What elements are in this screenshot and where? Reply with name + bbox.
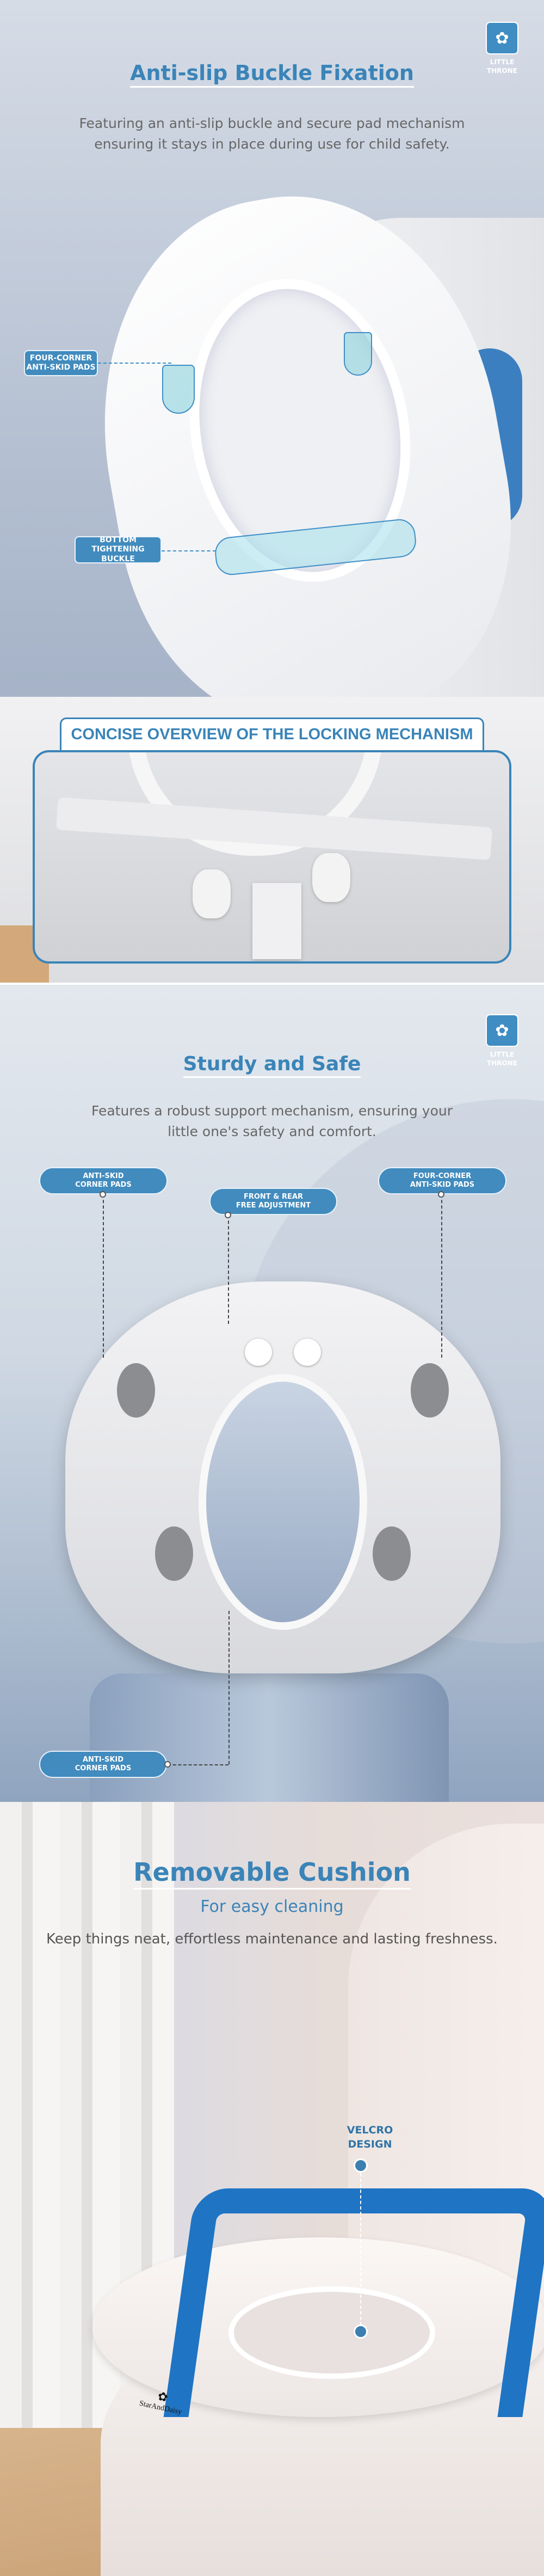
callout-velcro-design: VELCRO DESIGN xyxy=(347,2124,393,2150)
brand-line1: LITTLE xyxy=(490,1051,515,1058)
knob-left xyxy=(193,869,231,918)
callout-anchor-dot xyxy=(354,2324,368,2339)
callout-four-corner-pads: FOUR-CORNER ANTI-SKID PADS xyxy=(24,350,98,376)
callout-leader-line xyxy=(441,1194,442,1358)
knob xyxy=(294,1339,321,1366)
section-title: Removable Cushion xyxy=(0,1857,544,1890)
blue-cushion xyxy=(163,2188,544,2417)
inset-heading: CONCISE OVERVIEW OF THE LOCKING MECHANIS… xyxy=(60,717,484,750)
anti-skid-pad xyxy=(155,1526,193,1581)
callout-anchor-dot xyxy=(225,1212,231,1218)
callout-four-corner-pads: FOUR-CORNER ANTI-SKID PADS xyxy=(378,1167,506,1194)
section-description: Features a robust support mechanism, ens… xyxy=(91,1103,453,1139)
callout-anchor-dot xyxy=(164,1761,171,1768)
callout-anti-skid-corner-pads-bottom: ANTI-SKID CORNER PADS xyxy=(39,1751,167,1778)
pedestal xyxy=(90,1673,449,1802)
callout-anti-skid-corner-pads: ANTI-SKID CORNER PADS xyxy=(39,1167,168,1194)
section-subtitle: For easy cleaning xyxy=(200,1897,344,1916)
callout-leader-line xyxy=(360,2173,361,2331)
section-removable-cushion: Removable Cushion For easy cleaning Keep… xyxy=(0,1802,544,2576)
callout-leader-line xyxy=(228,1611,230,1764)
knob-right xyxy=(312,853,350,902)
section-title: Anti-slip Buckle Fixation xyxy=(0,61,544,88)
knob xyxy=(245,1339,272,1366)
daisy-icon: ✿ xyxy=(486,1014,518,1047)
callout-anchor-dot xyxy=(438,1191,444,1198)
section-title: Sturdy and Safe xyxy=(0,1053,544,1078)
anti-skid-pad xyxy=(411,1363,449,1418)
anti-skid-pad-highlight xyxy=(344,332,372,376)
callout-bottom-buckle: BOTTOM TIGHTENING BUCKLE xyxy=(75,536,162,563)
locking-mechanism-inset xyxy=(33,750,511,964)
callout-anchor-dot xyxy=(100,1191,106,1198)
section-description: Keep things neat, effortless maintenance… xyxy=(46,1931,498,1947)
seat-underside xyxy=(65,1281,500,1673)
potty-seat xyxy=(92,2237,544,2417)
callout-leader-line xyxy=(168,1764,228,1765)
brand-line2: THRONE xyxy=(487,67,517,75)
anti-skid-pad-highlight xyxy=(162,365,195,414)
brand-line2: THRONE xyxy=(487,1059,517,1067)
callout-leader-line xyxy=(228,1215,229,1324)
callout-anchor-dot xyxy=(354,2158,368,2173)
callout-front-rear-adjustment: FRONT & REAR FREE ADJUSTMENT xyxy=(209,1188,337,1215)
section-description: Featuring an anti-slip buckle and secure… xyxy=(79,115,465,152)
brand-line1: LITTLE xyxy=(490,58,515,66)
callout-leader-line xyxy=(98,363,171,364)
anti-skid-pad xyxy=(117,1363,155,1418)
daisy-icon: ✿ xyxy=(486,22,518,54)
callout-leader-line xyxy=(162,550,216,551)
callout-leader-line xyxy=(103,1194,104,1358)
anti-skid-pad xyxy=(373,1526,411,1581)
